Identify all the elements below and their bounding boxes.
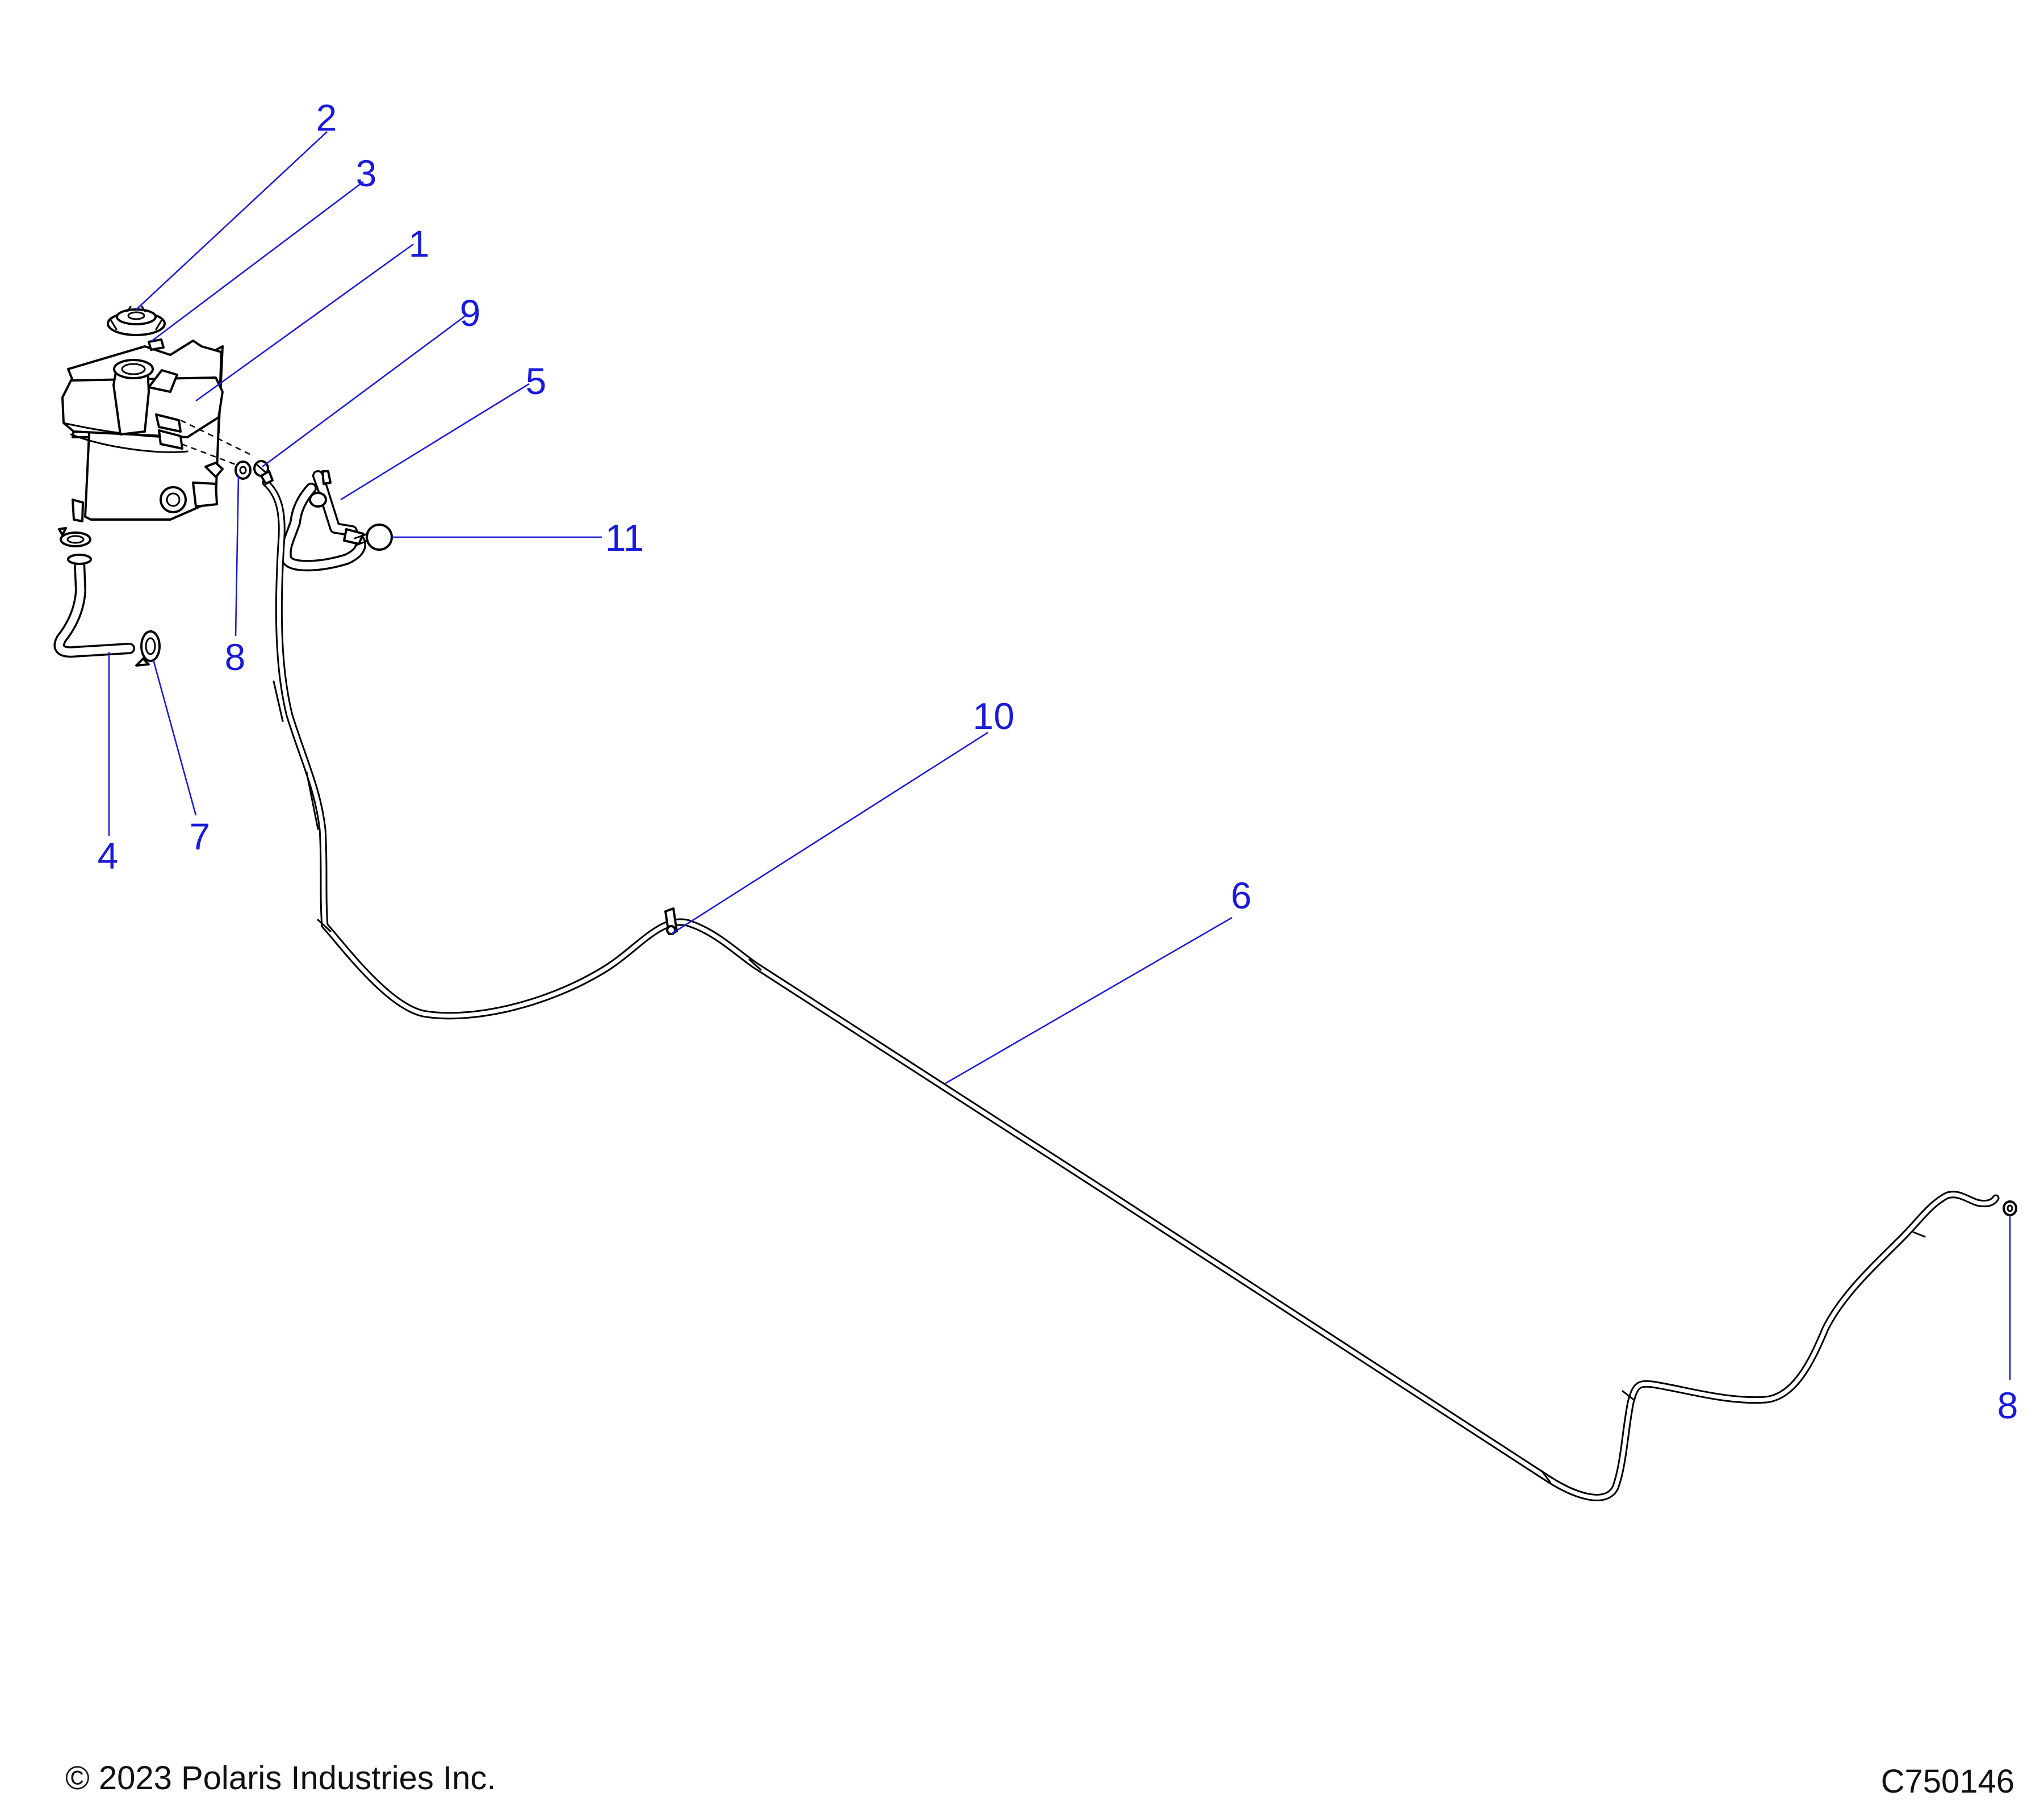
outlet-port — [160, 486, 187, 513]
fitting-8-left — [234, 460, 252, 480]
radiator-cap — [107, 305, 166, 336]
lower-hose — [53, 554, 135, 658]
retainer-clip — [148, 338, 165, 351]
filler-neck — [113, 359, 154, 379]
leader-lines — [108, 131, 2011, 1380]
routing-clip — [664, 907, 678, 935]
callout-10: 10 — [973, 695, 1014, 737]
vent-hose — [280, 470, 366, 572]
callout-4: 4 — [98, 835, 119, 877]
callout-1: 1 — [409, 223, 430, 265]
callout-8-left: 8 — [225, 636, 246, 678]
callout-5: 5 — [526, 360, 547, 402]
copyright-notice: © 2023 Polaris Industries Inc. — [65, 1760, 496, 1797]
overflow-tube — [260, 470, 2000, 1501]
hose-clamp-upper — [58, 527, 91, 547]
callouts: 2 3 1 9 5 11 8 4 7 10 6 8 — [98, 97, 2018, 1426]
callout-7: 7 — [190, 815, 211, 857]
hose-clamp-lower — [135, 630, 161, 667]
fitting-8-right — [2003, 1200, 2017, 1216]
coolant-reservoir — [61, 340, 224, 522]
callout-8-right: 8 — [1997, 1384, 2018, 1426]
callout-2: 2 — [316, 97, 337, 139]
figure-code: C750146 — [1880, 1763, 2014, 1800]
callout-11: 11 — [605, 517, 644, 559]
callout-3: 3 — [356, 152, 377, 194]
callout-6: 6 — [1231, 874, 1252, 916]
callout-9: 9 — [460, 292, 481, 334]
